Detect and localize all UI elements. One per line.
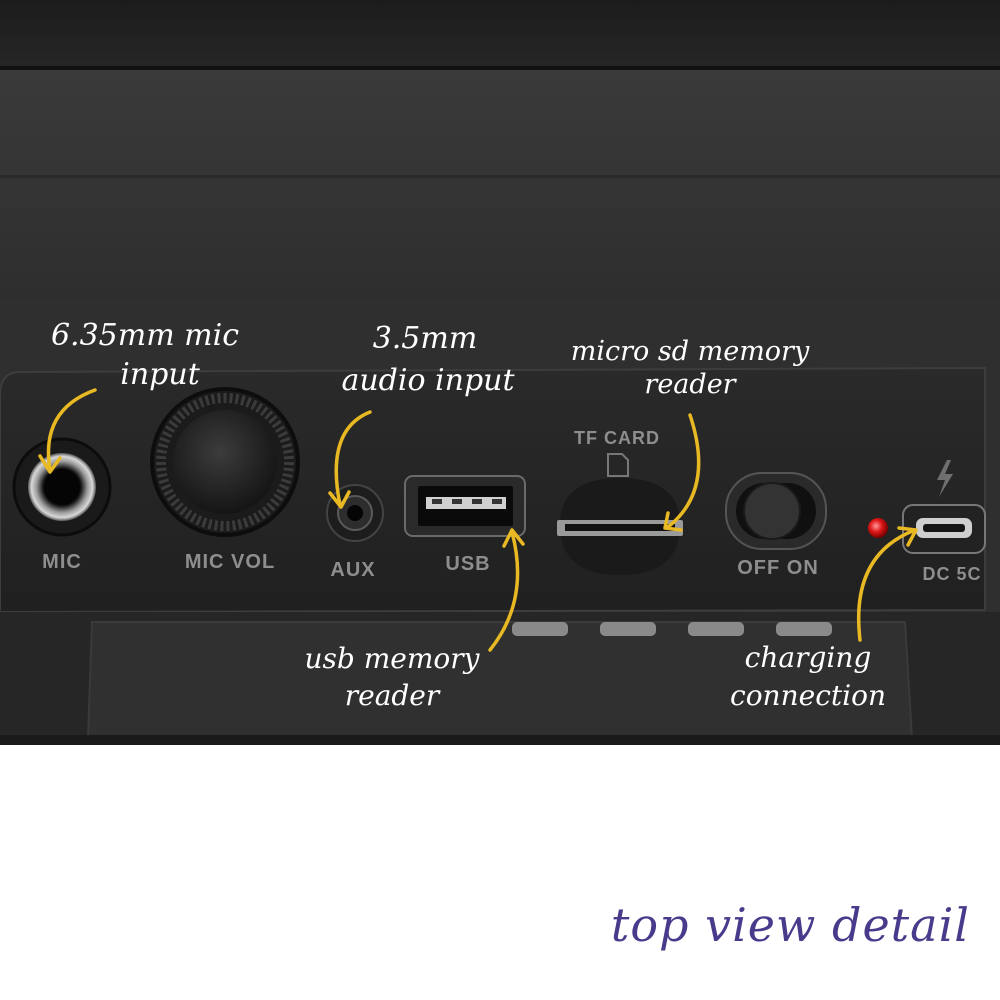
label-off-on: OFF ON (737, 557, 819, 579)
note-audio-input-1: 3.5mm (373, 321, 478, 356)
sd-card-icon (607, 453, 629, 477)
note-mic-input-2: input (120, 357, 200, 392)
label-mic: MIC (42, 551, 82, 573)
tf-card-slot (557, 453, 683, 575)
power-switch (725, 472, 827, 550)
usb-port (404, 475, 526, 537)
note-sd-reader-1: micro sd memory (571, 336, 810, 367)
note-charging-1: charging (745, 641, 872, 674)
arrow-usb (488, 528, 525, 652)
arrow-sd (663, 413, 701, 532)
note-charging-2: connection (730, 679, 886, 712)
label-tf-card: TF CARD (574, 428, 660, 448)
label-mic-vol: MIC VOL (185, 551, 275, 573)
label-dc: DC 5C (922, 564, 981, 584)
note-audio-input-2: audio input (341, 363, 515, 398)
note-usb-reader-1: usb memory (305, 642, 481, 675)
power-led (868, 518, 888, 538)
caption-top-view-detail: top view detail (610, 898, 970, 952)
arrow-charging (856, 526, 918, 642)
arrow-aux (328, 410, 372, 509)
aux-jack (326, 484, 384, 542)
note-usb-reader-2: reader (345, 679, 441, 712)
arrow-mic (38, 388, 97, 474)
note-mic-input-1: 6.35mm mic (51, 318, 239, 353)
lightning-icon (937, 460, 953, 497)
note-sd-reader-2: reader (644, 369, 737, 400)
dc-charging-port (902, 504, 986, 554)
label-aux: AUX (330, 559, 375, 581)
mic-jack (12, 437, 112, 537)
label-usb: USB (445, 553, 490, 575)
mic-volume-knob (150, 387, 300, 537)
